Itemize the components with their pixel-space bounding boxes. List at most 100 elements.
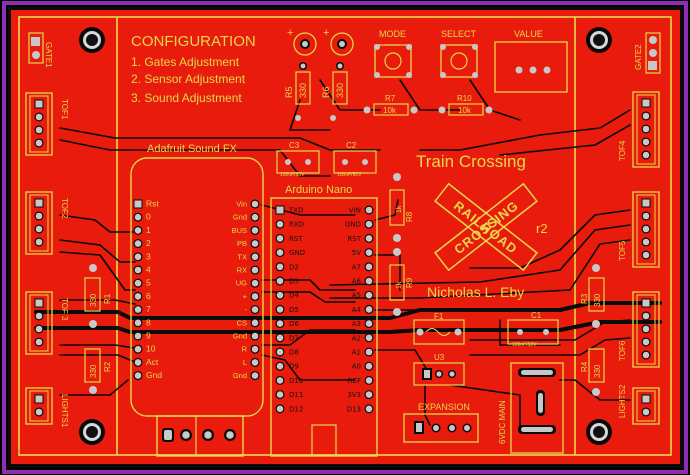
gate1-label: GATE1: [44, 42, 53, 68]
nano-pin-pad: [275, 248, 285, 258]
sound-fx-pin-pad: [250, 331, 260, 341]
gate1-connector[interactable]: GATE1: [28, 32, 53, 68]
tof4-connector[interactable]: TOF4: [618, 91, 660, 168]
sound-fx-pin-pad: [133, 199, 143, 209]
nano-title: Arduino Nano: [285, 184, 352, 196]
select-button[interactable]: SELECT: [440, 29, 478, 78]
resistor-r2: R2 330: [84, 348, 112, 394]
nano-pin-pad: [364, 347, 374, 357]
sound-fx-pin-pad: [133, 278, 143, 288]
value-label: VALUE: [514, 29, 543, 39]
header-pin-pad: [34, 112, 44, 122]
pin-label: 2: [146, 238, 151, 248]
c3-label: C3: [289, 141, 300, 150]
pin-label: UG: [236, 279, 247, 288]
plus-mark-1: +: [287, 27, 293, 39]
header-pin-pad: [641, 250, 651, 260]
power-jack[interactable]: 6VDC MAIN: [498, 362, 564, 454]
tof1-connector[interactable]: TOF1: [25, 92, 69, 156]
r10-value: 10k: [458, 106, 472, 115]
header-pin-pad: [641, 311, 651, 321]
header-pin-pad: [641, 237, 651, 247]
sound-fx-pin-pad: [250, 278, 260, 288]
fuse-label: F1: [434, 312, 444, 321]
pin-label: GND: [345, 221, 361, 229]
sound-fx-pin-pad: [133, 212, 143, 222]
tof2-connector[interactable]: TOF2: [25, 191, 69, 255]
header-pin-pad: [34, 138, 44, 148]
nano-pin-pad: [275, 262, 285, 272]
nano-pin-pad: [275, 233, 285, 243]
pin-label: -: [245, 305, 248, 314]
tof5-connector[interactable]: TOF5: [618, 191, 660, 268]
r1-value: 330: [89, 293, 98, 307]
lights1-connector-label: LIGHTS1: [60, 394, 69, 428]
nano-pin-pad: [364, 333, 374, 343]
configuration-block: CONFIGURATION 1. Gates Adjustment 2. Sen…: [131, 33, 256, 105]
header-pin-pad: [34, 198, 44, 208]
sound-fx-pin-pad: [250, 225, 260, 235]
sound-fx-pin-pad: [133, 331, 143, 341]
gate2-connector[interactable]: GATE2: [634, 32, 661, 74]
header-pin-pad: [641, 211, 651, 221]
tof6-connector[interactable]: TOF6: [618, 291, 660, 368]
r3-value: 330: [593, 293, 602, 307]
expansion-header[interactable]: EXPANSION: [403, 402, 479, 443]
r10-label: R10: [457, 94, 472, 103]
nano-pin-pad: [364, 276, 374, 286]
nano-pin-pad: [275, 290, 285, 300]
pin-label: TX: [237, 252, 247, 261]
plus-mark-2: +: [323, 27, 329, 39]
pin-label: D11: [289, 391, 303, 399]
pin-label: 8: [146, 317, 151, 327]
mode-button[interactable]: MODE: [374, 29, 412, 78]
sound-fx-pin-pad: [250, 239, 260, 249]
tof3-connector[interactable]: TOF 3: [25, 291, 69, 355]
mounting-holes: [79, 27, 612, 445]
header-pin-pad: [641, 324, 651, 334]
pin-label: Gnd: [233, 371, 247, 380]
nano-pin-pad: [364, 248, 374, 258]
pin-label: +: [243, 292, 248, 301]
header-pin-pad: [641, 337, 651, 347]
sound-fx-title: Adafruit Sound FX: [147, 143, 238, 155]
sound-fx-pin-pad: [250, 199, 260, 209]
header-pin-pad: [34, 394, 44, 404]
pin-label: A7: [352, 263, 361, 271]
r2-value: 330: [89, 364, 98, 378]
c2-label: C2: [346, 141, 357, 150]
sound-fx-pin-pad: [250, 265, 260, 275]
nano-pin-pad: [275, 219, 285, 229]
header-pin-pad: [641, 98, 651, 108]
header-pin-pad: [34, 407, 44, 417]
board-silk-border: [18, 16, 672, 456]
sound-fx-pin-pad: [133, 305, 143, 315]
fuse-f1: F1: [413, 312, 465, 345]
pin-label: PB: [237, 239, 247, 248]
r7-label: R7: [385, 94, 396, 103]
nano-pin-pad: [275, 304, 285, 314]
tof4-connector-label: TOF4: [618, 140, 627, 161]
nano-pin-pad: [275, 276, 285, 286]
pin-label: 7: [146, 304, 151, 314]
header-pin-pad: [641, 124, 651, 134]
header-pin-pad: [641, 298, 651, 308]
pin-label: RST: [289, 235, 303, 243]
pin-label: 9: [146, 331, 151, 341]
pin-label: 0: [146, 212, 151, 222]
sound-fx-pin-pad: [250, 305, 260, 315]
r9-label: R9: [405, 277, 414, 288]
value-encoder[interactable]: VALUE: [494, 29, 568, 93]
header-pin-pad: [34, 237, 44, 247]
sound-fx-pin-pad: [250, 291, 260, 301]
pin-label: D13: [347, 405, 361, 413]
lights1-connector[interactable]: LIGHTS1: [25, 387, 69, 428]
copper-pour: [11, 10, 680, 464]
tof6-connector-label: TOF6: [618, 340, 627, 361]
lights2-connector[interactable]: LIGHTS2: [618, 384, 660, 425]
